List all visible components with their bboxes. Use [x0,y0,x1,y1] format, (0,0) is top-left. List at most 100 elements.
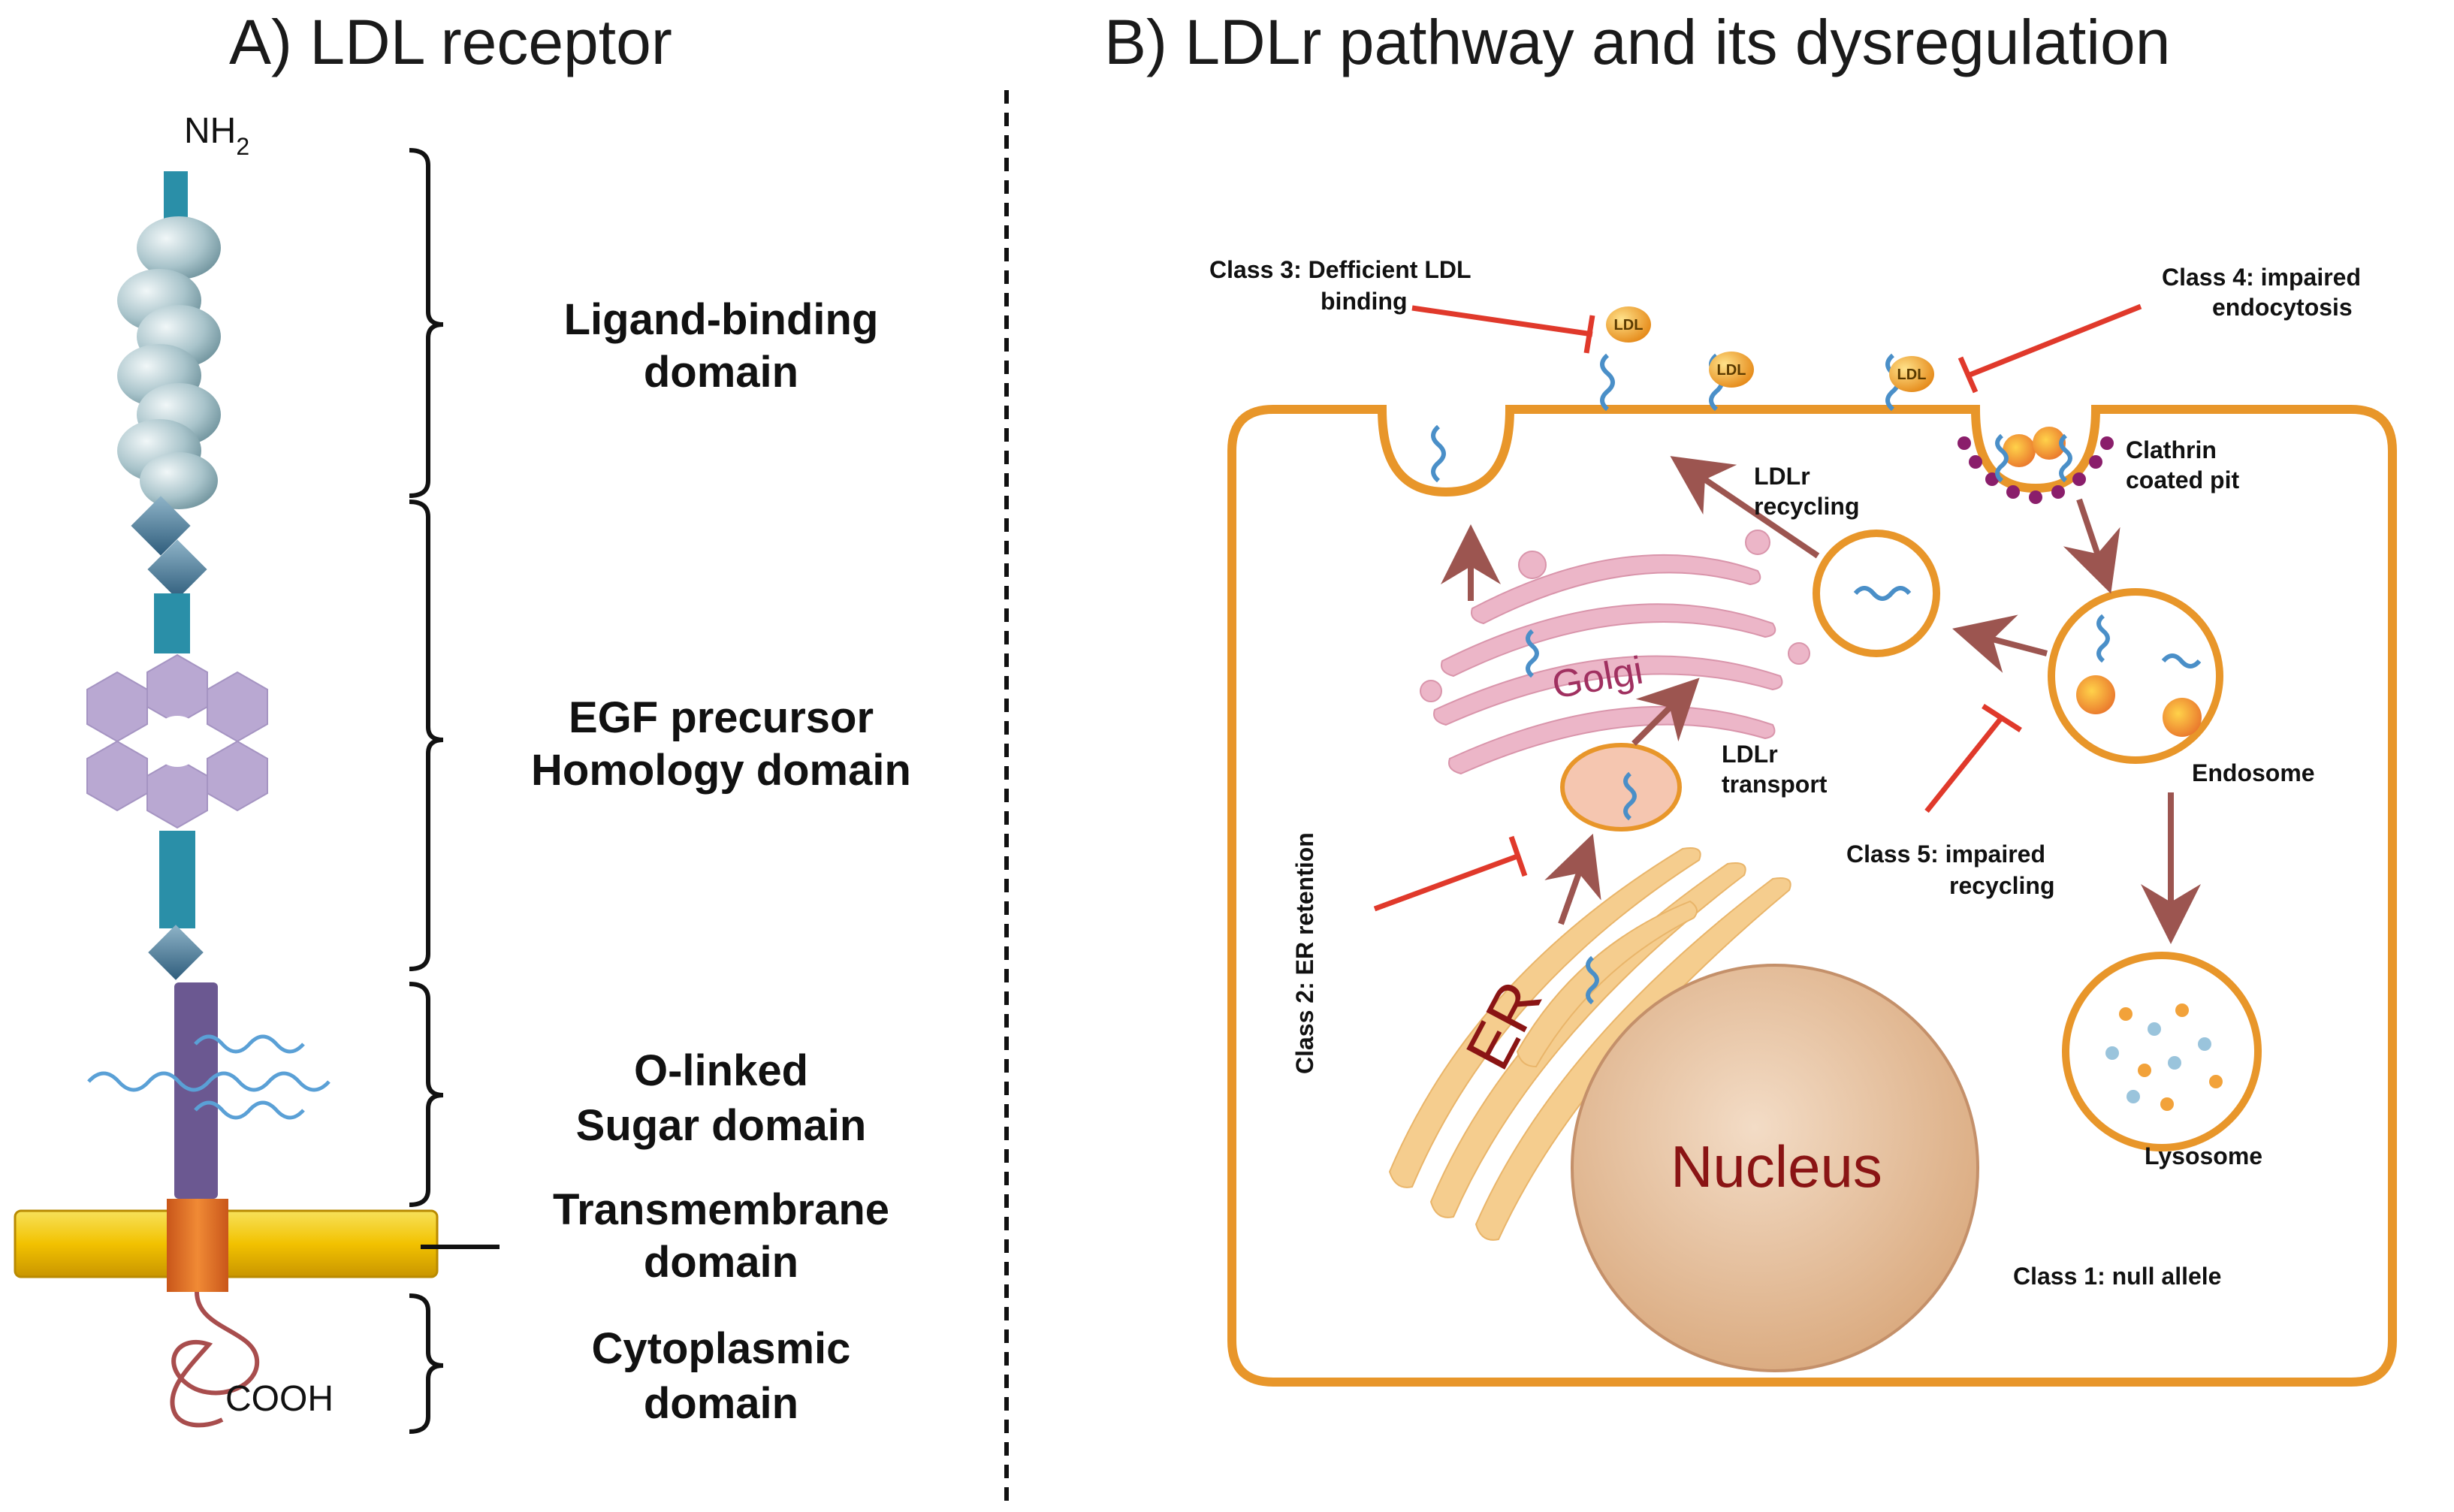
golgi-apparatus [1420,530,1810,775]
clathrin-dot [1957,436,1971,450]
endosome [2048,588,2223,764]
clathrin-dot [2089,455,2102,469]
class5-label-1: Class 5: impaired [1846,841,2045,868]
receptor-in-er [1586,955,1599,1005]
pathway-arrows [1441,456,2201,944]
lysosome [2062,952,2262,1151]
arrow-pit-to-endosome [2063,498,2120,594]
transmembrane-label-2: domain [644,1238,798,1287]
ligand-bead-7 [140,452,218,509]
ldl-in-endosome [2163,698,2202,737]
ldlr-recycling-label-1: LDLr [1754,463,1810,490]
ligand-binding-label-2: domain [644,348,798,397]
arrow-endosome-to-recycling [1952,614,2048,673]
receptor-in-golgi [1526,629,1539,678]
egf-homology-label-1: EGF precursor [569,693,874,742]
class4-label-1: Class 4: impaired [2162,264,2361,291]
degraded-particle [2168,1056,2181,1070]
clathrin-dot [2100,436,2114,450]
ligand-binding-beads [117,216,221,509]
receptor-in-left-pit [1431,424,1446,483]
clathrin-dot [1985,472,1999,486]
pathway-annotations: Class 3: Defficient LDL binding Class 4:… [1209,256,2361,1290]
ldl-label: LDL [1717,362,1746,379]
degraded-particle [2175,1003,2189,1017]
ldl-particle [1709,352,1754,388]
golgi-cisterna-3 [1433,655,1783,726]
arrow-transport-to-golgi [1631,678,1700,746]
nh2-subscript: 2 [236,133,249,160]
degraded-particle [2160,1097,2174,1111]
inhibitor-bars [1373,303,2142,912]
clathrin-dot [2072,472,2086,486]
golgi-vesicle [1420,680,1442,702]
ldlr-transport-label-2: transport [1722,771,1828,798]
receptor-in-endosome [2161,653,2202,668]
transport-vesicle [1560,743,1682,831]
ldl-particle-in-pit [2033,427,2066,460]
lysosome-label: Lysosome [2145,1142,2262,1169]
egf-hexagon-2 [207,671,268,743]
cell-membrane [1227,405,2397,1387]
clathrin-coat [1957,436,2114,504]
transmembrane-label-1: Transmembrane [553,1185,889,1234]
ldl-label: LDL [1614,317,1644,333]
endosome-label: Endosome [2192,759,2315,786]
egf-hexagon-5 [86,740,148,812]
mid-stalk-2 [159,831,195,928]
arrow-er-to-transport [1544,833,1601,925]
cooh-terminus-label: COOH [225,1379,334,1419]
ldl-particle [1606,306,1651,343]
ldlr-recycling-label-2: recycling [1754,493,1860,520]
ligand-binding-label-1: Ligand-binding [564,295,879,344]
degraded-particle [2119,1007,2133,1021]
n-terminal-stalk [164,171,188,224]
panel-b: B) LDLr pathway and its dysregulation [1104,7,2397,1387]
golgi-cisterna-2 [1441,603,1776,678]
class5-label-2: recycling [1949,872,2055,899]
nucleus-label: Nucleus [1671,1133,1882,1200]
clathrin-dot [2006,485,2020,499]
ldl-label: LDL [1897,367,1927,383]
egf-hexagon-3 [207,740,268,812]
ldl-in-endosome [2076,675,2115,714]
clathrin-label-2: coated pit [2126,466,2239,493]
sugar-chain-2 [194,1034,305,1054]
golgi-cisterna-1 [1471,554,1761,625]
egf-hexagon-1 [146,653,208,726]
class3-label-1: Class 3: Defficient LDL [1209,256,1471,283]
receptor-in-endosome [2096,614,2110,663]
bracket-o-linked-sugar [409,982,444,1207]
cytoplasmic-tail [170,1291,260,1428]
panel-a: A) LDL receptor NH2 [14,7,911,1434]
cytoplasmic-label-1: Cytoplasmic [592,1324,851,1373]
bracket-egf-homology [409,499,444,971]
egf-repeat-diamond-3 [148,925,204,980]
egf-hexagon-ring [86,653,268,829]
ldl-particle-in-pit [2003,434,2036,467]
nucleus [1571,964,1979,1372]
degraded-particle [2209,1075,2223,1088]
sugar-chain-3 [194,1100,305,1120]
cytoplasmic-label-2: domain [644,1379,798,1428]
golgi-vesicle [1518,551,1547,579]
inhibitor-class3 [1411,305,1595,354]
nh2-text: NH [184,111,236,151]
receptor-in-pit [1995,433,2009,483]
receptor-in-pit [2059,433,2072,483]
o-linked-label-2: Sugar domain [576,1101,867,1150]
receptor-in-transport-vesicle [1623,771,1637,821]
golgi-label: Golgi [1549,649,1647,708]
er-sheet-1 [1388,847,1701,1188]
clathrin-dot [2029,490,2042,504]
degraded-particle [2126,1090,2140,1103]
clathrin-dot [2051,485,2065,499]
panel-a-title: A) LDL receptor [229,7,672,77]
golgi-vesicle [1745,530,1770,555]
degraded-particle [2198,1037,2211,1051]
egf-hexagon-6 [86,671,148,743]
bracket-ligand-binding [409,148,444,498]
degraded-particle [2105,1046,2119,1060]
ldl-bound-particle-1: LDL [1709,352,1754,388]
